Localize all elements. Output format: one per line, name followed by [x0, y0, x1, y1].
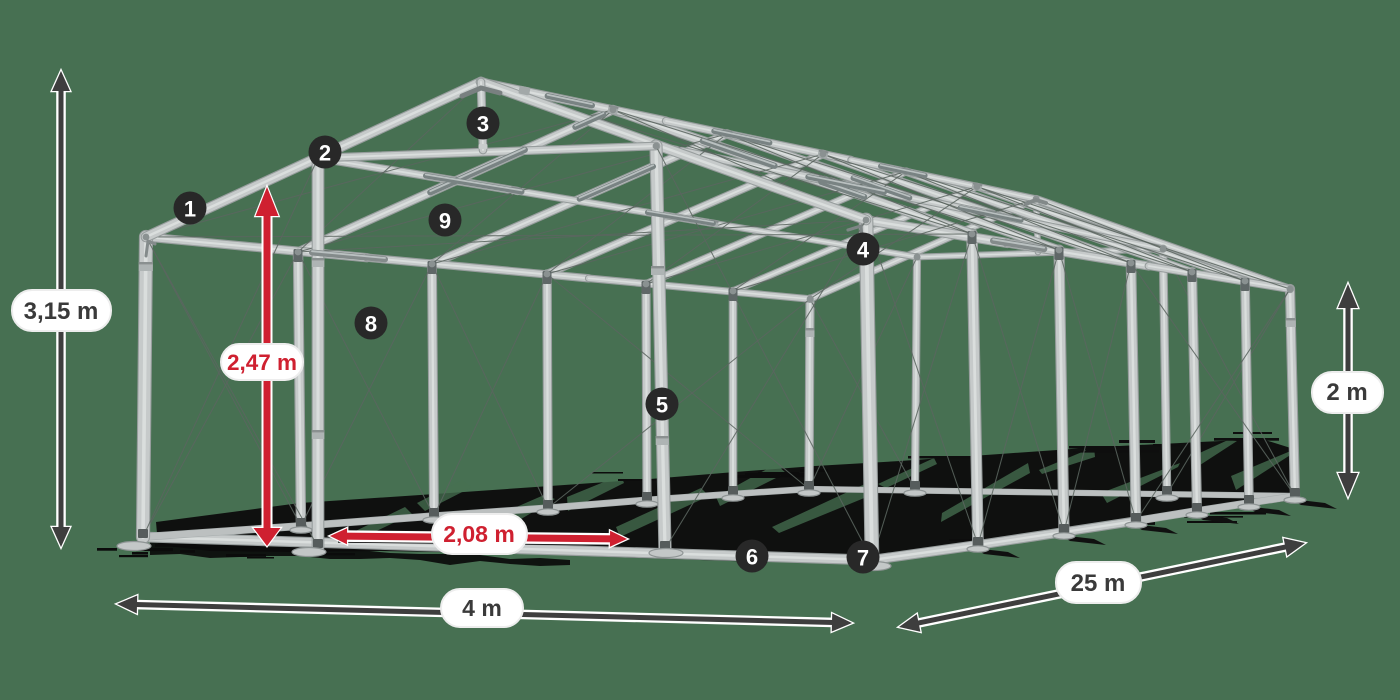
svg-text:1: 1: [184, 197, 196, 222]
svg-text:8: 8: [365, 312, 377, 337]
svg-text:4: 4: [857, 238, 870, 263]
svg-text:3,15 m: 3,15 m: [24, 298, 99, 325]
svg-text:3: 3: [477, 112, 489, 137]
svg-text:5: 5: [656, 393, 668, 418]
svg-text:2 m: 2 m: [1326, 379, 1367, 406]
svg-text:2: 2: [319, 141, 331, 166]
svg-text:4 m: 4 m: [462, 595, 502, 621]
svg-text:25 m: 25 m: [1071, 570, 1126, 597]
svg-text:7: 7: [857, 546, 869, 571]
svg-text:6: 6: [746, 545, 758, 570]
svg-text:2,47 m: 2,47 m: [227, 350, 297, 375]
svg-text:9: 9: [439, 209, 451, 234]
svg-text:2,08 m: 2,08 m: [443, 521, 515, 547]
